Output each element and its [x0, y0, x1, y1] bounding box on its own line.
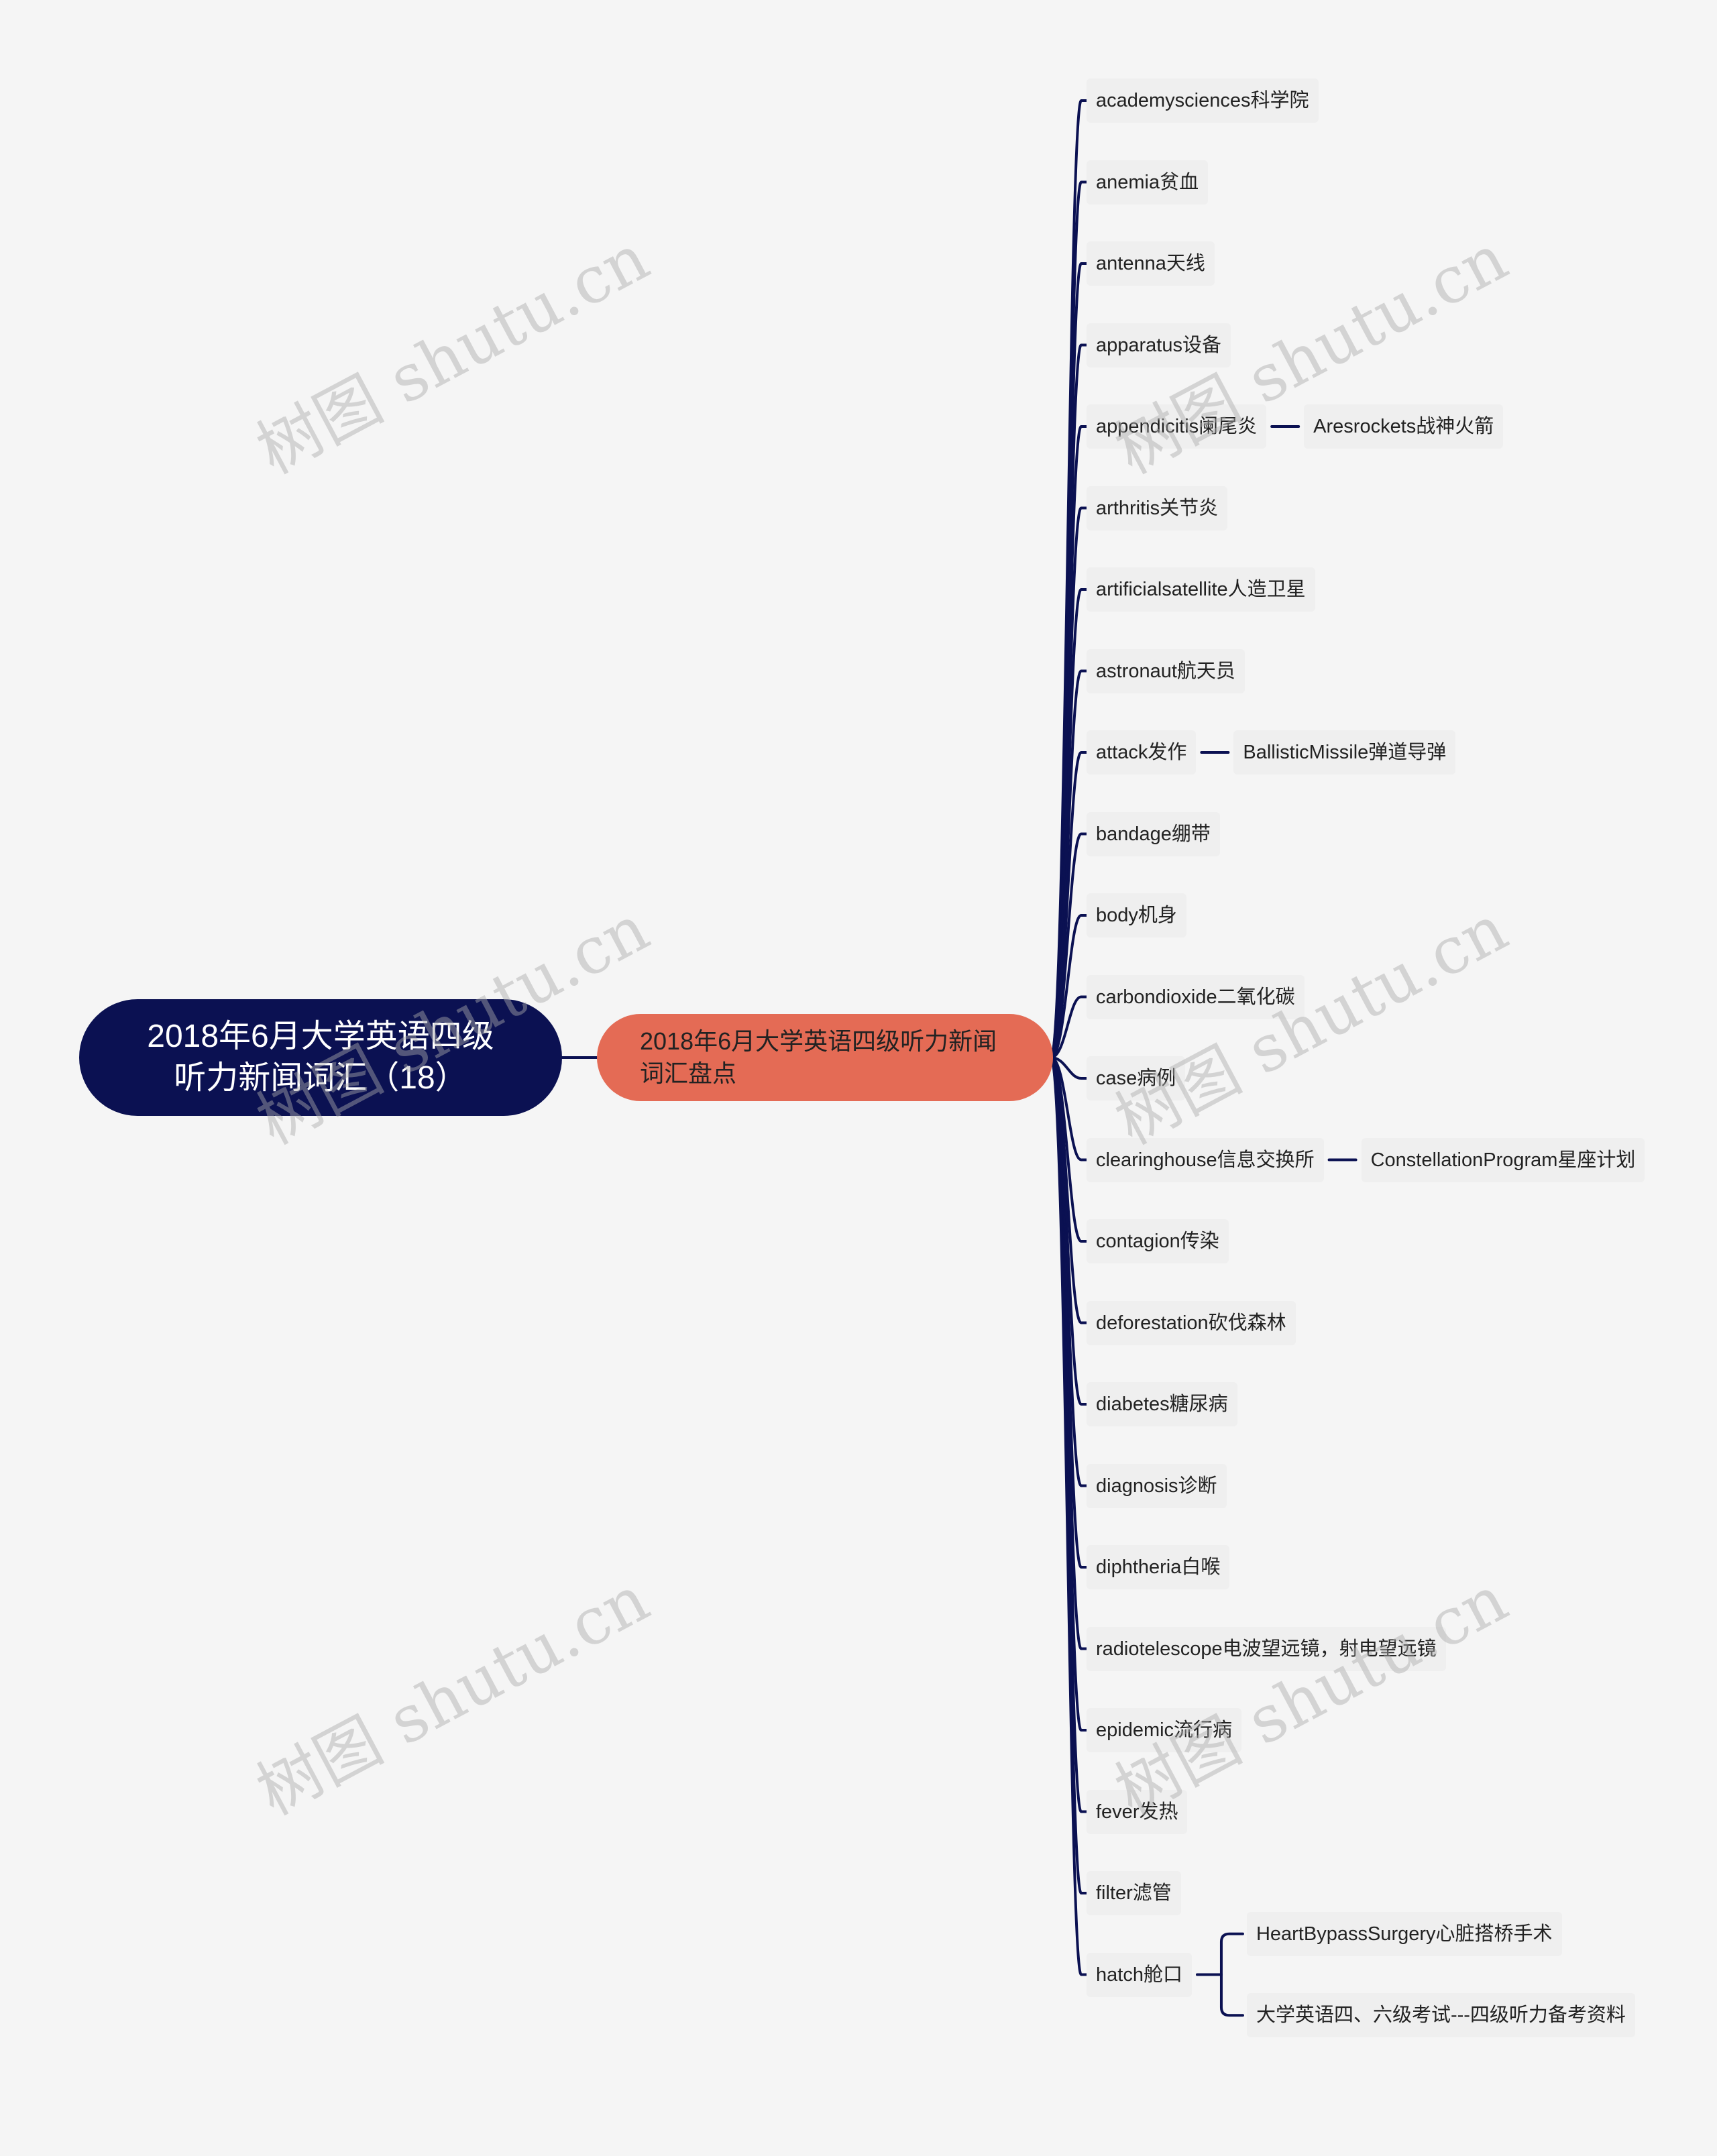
connector [1050, 914, 1088, 1059]
root-topic-line-1: 2018年6月大学英语四级 [147, 1019, 494, 1054]
term-node[interactable]: appendicitis阑尾炎 [1087, 404, 1267, 449]
term-node[interactable]: arthritis关节炎 [1087, 486, 1228, 530]
connector [1050, 1056, 1088, 1976]
connector [1219, 1973, 1244, 2017]
root-topic-line-2: 听力新闻词汇（18） [174, 1060, 467, 1096]
subterm-node[interactable]: 大学英语四、六级考试---四级听力备考资料 [1246, 1993, 1635, 2038]
term-node[interactable]: hatch舱口 [1087, 1952, 1192, 1997]
term-node[interactable]: case病例 [1087, 1056, 1186, 1100]
term-node[interactable]: filter滤管 [1087, 1871, 1181, 1915]
connector [1050, 1056, 1088, 1080]
term-node[interactable]: academysciences科学院 [1087, 78, 1319, 123]
main-topic-line-2: 词汇盘点 [640, 1060, 737, 1087]
term-node[interactable]: diagnosis诊断 [1087, 1463, 1227, 1508]
subterm-node[interactable]: ConstellationProgram星座计划 [1361, 1137, 1645, 1182]
term-node[interactable]: diabetes糖尿病 [1087, 1382, 1237, 1426]
connector [1050, 832, 1088, 1059]
term-node[interactable]: epidemic流行病 [1087, 1708, 1242, 1752]
term-node[interactable]: carbondioxide二氧化碳 [1087, 974, 1305, 1019]
term-node[interactable]: deforestation砍伐森林 [1087, 1300, 1296, 1345]
term-node[interactable]: radiotelescope电波望远镜，射电望远镜 [1087, 1626, 1446, 1671]
term-node[interactable]: contagion传染 [1087, 1219, 1229, 1263]
term-node[interactable]: attack发作 [1087, 730, 1197, 775]
root-topic[interactable]: 2018年6月大学英语四级 听力新闻词汇（18） [79, 999, 562, 1116]
term-node[interactable]: antenna天线 [1087, 241, 1215, 286]
term-node[interactable]: bandage绷带 [1087, 811, 1220, 856]
term-node[interactable]: artificialsatellite人造卫星 [1087, 567, 1315, 612]
main-topic-line-1: 2018年6月大学英语四级听力新闻 [640, 1027, 997, 1055]
subterm-node[interactable]: BallisticMissile弹道导弹 [1233, 730, 1456, 775]
subterm-node[interactable]: Aresrockets战神火箭 [1304, 404, 1504, 449]
main-topic[interactable]: 2018年6月大学英语四级听力新闻 词汇盘点 [597, 1014, 1053, 1101]
connector [1219, 1932, 1244, 1976]
term-node[interactable]: apparatus设备 [1087, 323, 1231, 367]
term-node[interactable]: anemia贫血 [1087, 160, 1209, 205]
term-node[interactable]: clearinghouse信息交换所 [1087, 1137, 1324, 1182]
term-node[interactable]: body机身 [1087, 893, 1186, 938]
term-node[interactable]: diphtheria白喉 [1087, 1545, 1230, 1589]
term-node[interactable]: fever发热 [1087, 1789, 1188, 1834]
subterm-node[interactable]: HeartBypassSurgery心脏搭桥手术 [1246, 1911, 1562, 1956]
connector [1050, 995, 1088, 1059]
term-node[interactable]: astronaut航天员 [1087, 648, 1245, 693]
